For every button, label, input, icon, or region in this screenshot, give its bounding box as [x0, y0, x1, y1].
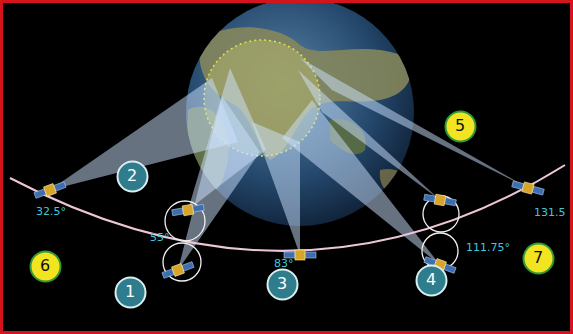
satellite	[423, 192, 456, 207]
callout-circle: 2	[116, 160, 149, 193]
circle-shape	[416, 265, 446, 295]
callout-circle: 1	[114, 276, 147, 309]
station-keeping-loops	[163, 196, 459, 281]
callout-number: 1	[125, 284, 135, 300]
callout-circle: 5	[444, 110, 477, 143]
callout-circle: 3	[266, 268, 299, 301]
callout-number: 5	[455, 118, 465, 134]
circle-shape	[445, 111, 475, 141]
satellites	[33, 179, 544, 280]
callout-number: 3	[277, 276, 287, 292]
circle-shape	[267, 269, 297, 299]
callout-number: 6	[40, 258, 50, 274]
satellite	[171, 202, 204, 217]
satellite	[33, 180, 66, 200]
circle-shape	[115, 277, 145, 307]
callout-number: 2	[127, 168, 137, 184]
longitude-label: 131.5	[534, 207, 566, 219]
circle-shape	[117, 161, 147, 191]
callout-circle: 7	[522, 242, 555, 275]
longitude-label: 55°	[150, 232, 170, 244]
callout-number: 7	[533, 250, 543, 266]
callout-number: 4	[426, 272, 436, 288]
coverage-beams	[50, 58, 528, 270]
longitude-label: 111.75°	[466, 242, 510, 254]
orbit-arc	[10, 165, 565, 251]
longitude-label: 83°	[274, 258, 294, 270]
longitude-label: 32.5°	[36, 206, 66, 218]
callout-circle: 6	[29, 250, 62, 283]
satellite	[511, 179, 544, 197]
satellite	[161, 260, 194, 280]
callout-circle: 4	[415, 264, 448, 297]
circle-shape	[523, 243, 553, 273]
circle-shape	[30, 251, 60, 281]
